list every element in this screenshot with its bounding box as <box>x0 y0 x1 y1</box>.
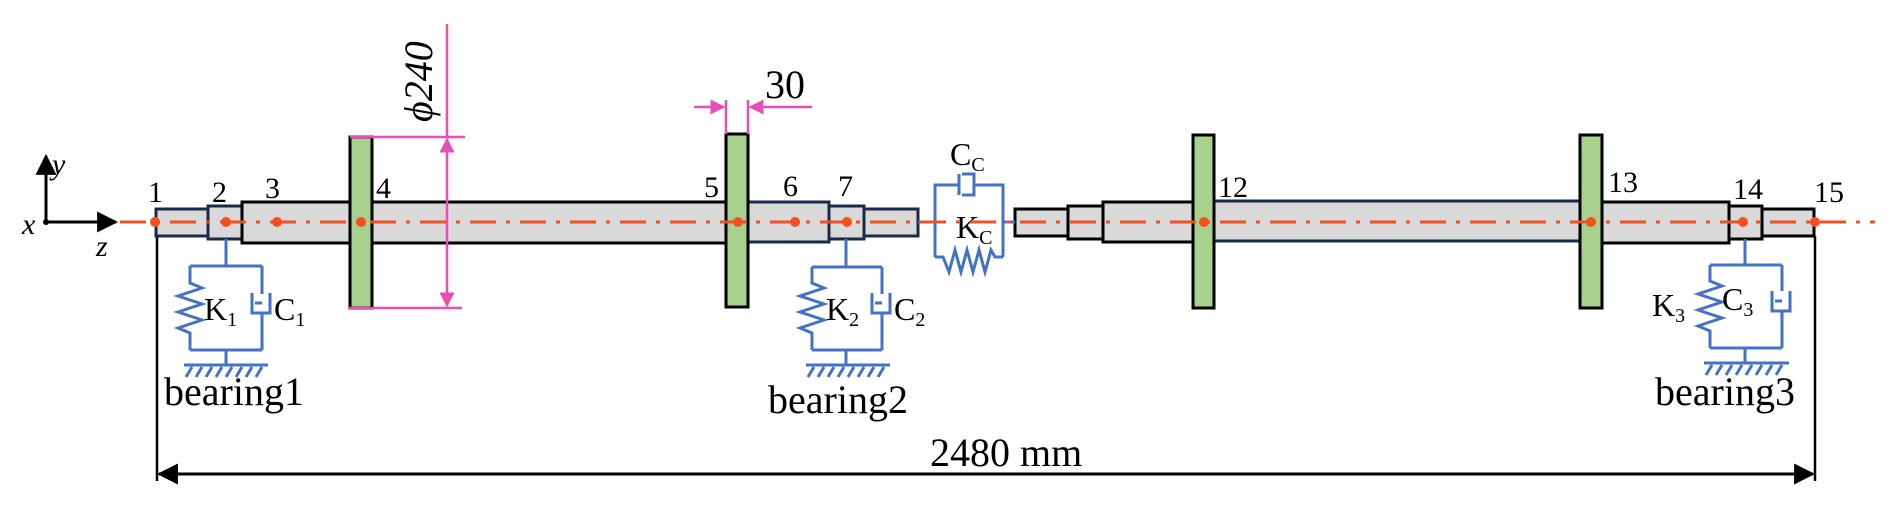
coupling: CC KC <box>918 136 1015 278</box>
bearing-3-damper-icon <box>1770 265 1792 348</box>
bearing-1: K1 C1 bearing1 <box>164 239 305 414</box>
bearing-2: K2 C2 bearing2 <box>768 239 925 422</box>
node-point-1 <box>150 217 160 227</box>
axis-origin <box>43 219 49 225</box>
bearing-1-ground-icon <box>184 363 268 378</box>
node-point-3 <box>272 217 282 227</box>
bearing-3-spring-icon <box>1693 265 1727 348</box>
node-label-5: 5 <box>704 171 719 204</box>
coupling-damping-label: CC <box>950 136 985 176</box>
total-length-label: 2480 mm <box>930 430 1082 475</box>
bearing-2-ground-icon <box>806 363 890 378</box>
node-point-5 <box>733 217 743 227</box>
node-point-14 <box>1738 217 1748 227</box>
disk-thickness-label: 30 <box>765 62 805 107</box>
disk-diameter-label: ϕ240 <box>396 41 441 122</box>
coupling-stiffness-label: KC <box>956 209 992 249</box>
coupling-damper-icon <box>957 172 977 197</box>
node-label-6: 6 <box>783 170 798 203</box>
node-label-3: 3 <box>265 172 280 205</box>
node-label-15: 15 <box>1814 176 1844 209</box>
bearing-3: K3 C3 bearing3 <box>1652 239 1795 414</box>
x-axis-label: x <box>21 208 36 241</box>
bearing-1-damper-icon <box>250 266 272 350</box>
disk-thickness-dimension: 30 <box>694 62 812 134</box>
bearing-2-stiffness-label: K2 <box>826 291 859 331</box>
node-label-4: 4 <box>376 172 391 205</box>
coupling-frame-right <box>977 183 1005 257</box>
bearing-1-damping-label: C1 <box>274 291 305 331</box>
node-point-4 <box>356 217 366 227</box>
node-label-2: 2 <box>212 176 227 209</box>
node-point-12 <box>1199 217 1209 227</box>
bearing-1-spring-icon <box>173 266 207 350</box>
total-length-dimension: 2480 mm <box>155 236 1817 485</box>
node-point-7 <box>842 217 852 227</box>
node-label-7: 7 <box>838 170 853 203</box>
z-axis-label: z <box>95 230 108 263</box>
bearing-2-label: bearing2 <box>768 377 908 422</box>
coupling-spring-icon <box>935 244 1003 278</box>
disk-diameter-dimension: ϕ240 <box>348 24 465 310</box>
node-label-13: 13 <box>1608 166 1638 199</box>
bearing-1-stiffness-label: K1 <box>204 291 237 331</box>
node-label-14: 14 <box>1733 173 1763 206</box>
bearing-3-damping-label: C3 <box>1722 281 1753 321</box>
bearing-1-label: bearing1 <box>164 369 304 414</box>
y-axis-label: y <box>49 148 66 181</box>
node-point-2 <box>221 217 231 227</box>
bearing-2-damping-label: C2 <box>894 291 925 331</box>
bearing-3-ground-icon <box>1704 361 1789 376</box>
node-point-13 <box>1586 217 1596 227</box>
bearing-3-label: bearing3 <box>1655 369 1795 414</box>
node-point-6 <box>790 217 800 227</box>
node-point-15 <box>1810 217 1820 227</box>
node-labels: 1 2 3 4 5 6 7 12 13 14 15 <box>148 166 1844 209</box>
coupling-frame <box>933 183 959 257</box>
bearing-2-spring-icon <box>795 267 829 350</box>
node-points <box>150 217 1820 227</box>
node-label-12: 12 <box>1218 171 1248 204</box>
node-label-1: 1 <box>148 176 163 209</box>
bearing-2-damper-icon <box>870 267 892 350</box>
bearing-3-stiffness-label: K3 <box>1652 287 1685 327</box>
coordinate-axes: y x z <box>21 148 119 263</box>
